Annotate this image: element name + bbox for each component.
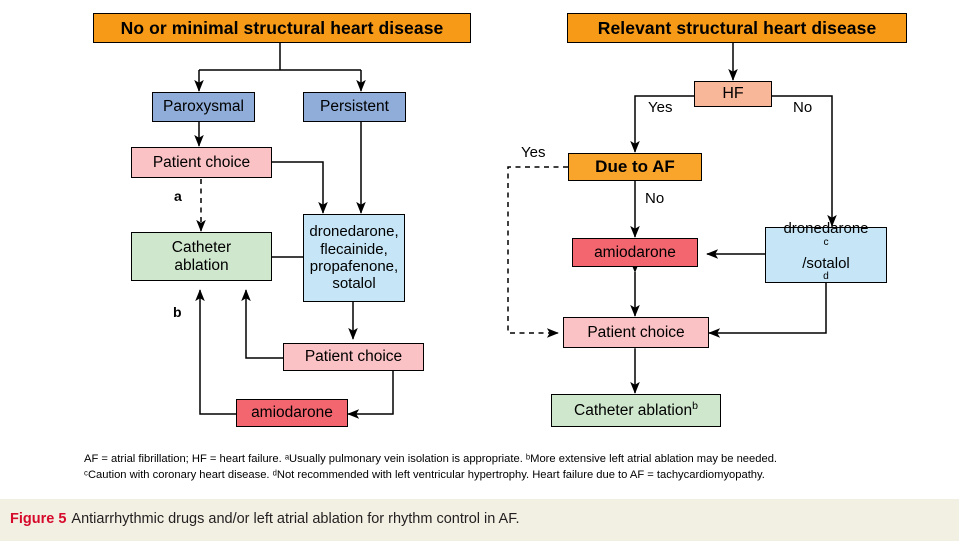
node-left-catheter-ablation[interactable]: Catheter ablation [131, 232, 272, 281]
node-left-drug-options[interactable]: dronedarone, flecainide, propafenone, so… [303, 214, 405, 302]
edge-amiodarone-catheter [195, 289, 238, 415]
node-left-patient-choice-top[interactable]: Patient choice [131, 147, 272, 178]
drug-line-4: sotalol [332, 275, 376, 293]
node-hf[interactable]: HF [694, 81, 772, 107]
footnote-sup-b: b [692, 399, 698, 412]
drug-line-1: dronedarone, [309, 223, 399, 241]
drug-line-2: flecainide, [320, 240, 388, 258]
edge-hf-yes-dueToAF [630, 95, 694, 153]
footnotes-block: AF = atrial fibrillation; HF = heart fai… [84, 452, 784, 484]
label-due-to-af-yes: Yes [521, 144, 546, 161]
catheter-ablation-line-2: ablation [174, 256, 229, 274]
node-right-header[interactable]: Relevant structural heart disease [567, 13, 907, 43]
connector-layer [194, 42, 837, 419]
right-catheter-label: Catheter ablationb [574, 399, 698, 419]
edge-dronedarone-patientchoice [708, 283, 827, 338]
footnote-sup-d: d [823, 271, 829, 283]
node-right-amiodarone[interactable]: amiodarone [572, 238, 698, 267]
flowchart-diagram: No or minimal structural heart disease P… [84, 13, 907, 484]
drug-line-3: propafenone, [309, 258, 399, 275]
figure-number-label: Figure 5 [10, 511, 67, 527]
edge-dueToAF-yes-patientchoice-dashed [507, 166, 568, 338]
footnote-line-2: ᶜCaution with coronary heart disease. ᵈN… [84, 468, 765, 481]
label-footnote-marker-a: a [174, 188, 182, 204]
footnote-sup-c: c [823, 236, 829, 248]
label-hf-yes: Yes [648, 99, 673, 116]
edge-patientchoice-amiodarone [347, 370, 394, 419]
label-footnote-marker-b: b [173, 304, 182, 320]
node-left-header[interactable]: No or minimal structural heart disease [93, 13, 471, 43]
node-due-to-af[interactable]: Due to AF [568, 153, 702, 181]
node-left-patient-choice-bottom[interactable]: Patient choice [283, 343, 424, 371]
footnote-line-1: AF = atrial fibrillation; HF = heart fai… [84, 453, 778, 465]
figure-caption-text: Antiarrhythmic drugs and/or left atrial … [71, 511, 520, 527]
node-persistent[interactable]: Persistent [303, 92, 406, 122]
edge-patientchoice-drugs [272, 161, 328, 214]
label-hf-no: No [793, 99, 813, 116]
catheter-ablation-line-1: Catheter [171, 238, 232, 256]
edge-patientchoice-bottom-catheter [241, 289, 283, 359]
node-left-amiodarone[interactable]: amiodarone [236, 399, 348, 427]
node-right-catheter-ablation[interactable]: Catheter ablationb [551, 394, 721, 427]
edge-hf-no-dronedarone [772, 95, 837, 227]
node-right-patient-choice[interactable]: Patient choice [563, 317, 709, 348]
label-due-to-af-no: No [645, 190, 665, 207]
node-paroxysmal[interactable]: Paroxysmal [152, 92, 255, 122]
